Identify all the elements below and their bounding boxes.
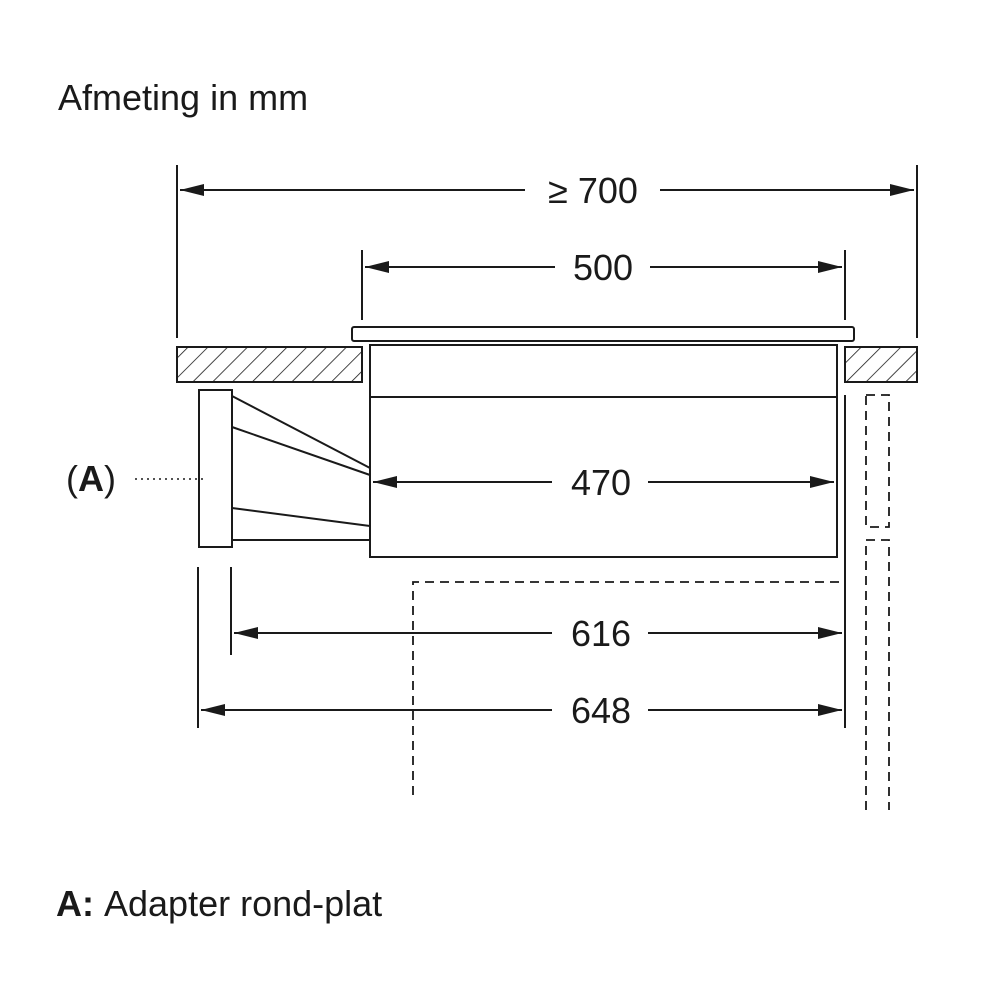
cabinet-side-dashed xyxy=(865,539,890,810)
adapter-line xyxy=(231,395,371,469)
dimension-depth-648: 648 xyxy=(201,690,842,731)
cooktop-glass xyxy=(351,326,855,342)
worktop-left xyxy=(176,346,363,383)
dimension-body: 470 xyxy=(373,462,834,503)
adapter-line xyxy=(231,507,371,527)
dimension-body-label: 470 xyxy=(571,462,631,503)
dimension-overall-label: ≥ 700 xyxy=(548,170,638,211)
dimension-depth-616: 616 xyxy=(234,613,842,654)
dimension-depth1-label: 616 xyxy=(571,613,631,654)
adapter-line xyxy=(231,426,371,476)
worktop-right xyxy=(844,346,918,383)
adapter-callout: (A) xyxy=(66,458,205,499)
cabinet-rail-dashed xyxy=(865,394,890,528)
callout-paren-close: ) xyxy=(104,458,116,499)
cooktop-upper-body xyxy=(369,344,838,398)
legend-text: Adapter rond-plat xyxy=(104,883,382,924)
adapter-flange xyxy=(198,389,233,548)
callout-label: (A) xyxy=(66,458,116,499)
adapter-round-flat xyxy=(198,389,371,548)
dimension-depth2-label: 648 xyxy=(571,690,631,731)
legend-key: A: xyxy=(56,883,94,924)
callout-letter: A xyxy=(78,458,104,499)
cabinet-dashed-line xyxy=(412,581,845,795)
page-title: Afmeting in mm xyxy=(58,77,308,118)
dimension-overall: ≥ 700 xyxy=(176,165,918,338)
dimension-cutout: 500 xyxy=(361,247,846,320)
legend: A:Adapter rond-plat xyxy=(56,883,382,924)
dimension-cutout-label: 500 xyxy=(573,247,633,288)
cabinet-outline xyxy=(412,394,890,810)
cooktop-lower-body xyxy=(369,396,838,558)
callout-paren-open: ( xyxy=(66,458,78,499)
cooktop-body xyxy=(369,344,838,558)
